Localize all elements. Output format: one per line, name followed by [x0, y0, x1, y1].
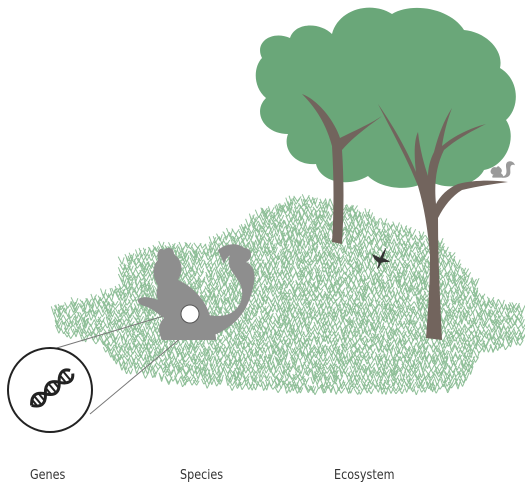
- label-ecosystem: Ecosystem: [334, 468, 394, 483]
- label-genes: Genes: [30, 468, 65, 483]
- grass-field: [51, 194, 525, 395]
- label-species: Species: [180, 468, 223, 483]
- gene-sample-highlight: [181, 305, 199, 323]
- tree-canopy: [256, 8, 516, 188]
- grass-blades: [51, 194, 525, 395]
- dna-helix-icon: [8, 348, 92, 432]
